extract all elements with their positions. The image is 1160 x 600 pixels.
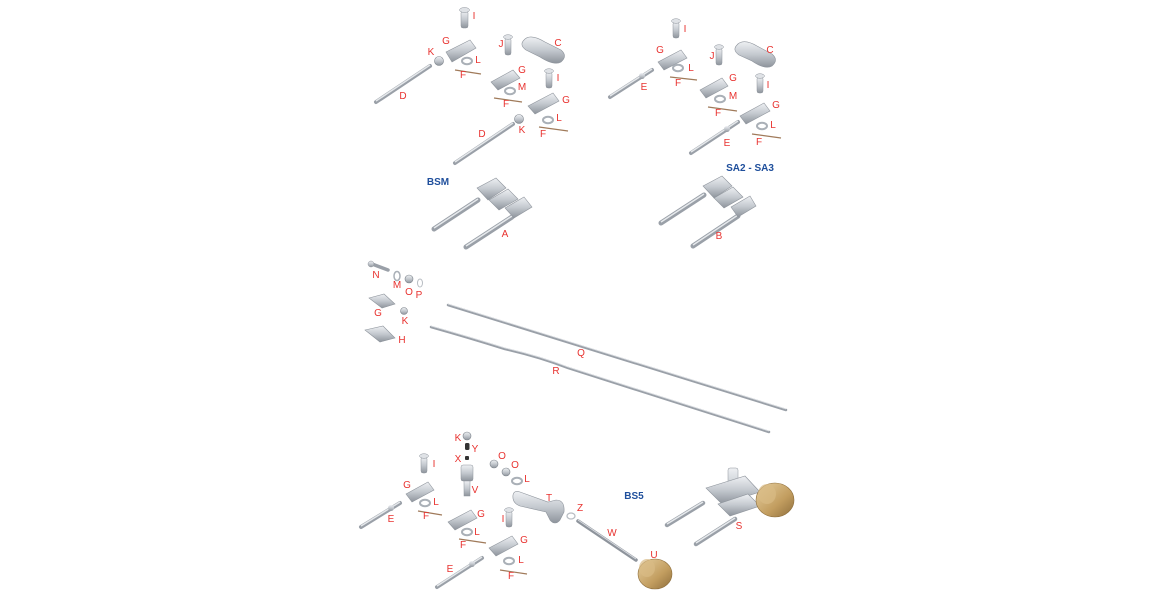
part-label: B [715, 231, 723, 242]
part-label: L [524, 474, 530, 485]
part-label: K [401, 316, 409, 327]
part-label: M [392, 280, 402, 291]
part-label: F [714, 108, 722, 119]
part-label: D [478, 129, 486, 140]
part-label: L [770, 120, 776, 131]
part-label: F [459, 70, 467, 81]
part-label: G [477, 509, 485, 520]
part-label: L [433, 497, 439, 508]
part-label: T [545, 493, 553, 504]
part-label: E [446, 564, 454, 575]
rods-q-r [429, 303, 788, 434]
part-label: W [607, 528, 617, 539]
part-label: I [432, 459, 436, 470]
part-label: R [552, 366, 560, 377]
group-label-sa2-sa3: SA2 - SA3 [726, 163, 774, 174]
part-label: N [372, 270, 380, 281]
part-label: G [403, 480, 411, 491]
part-label: F [507, 571, 515, 582]
part-label: Q [577, 348, 585, 359]
part-label: U [650, 550, 658, 561]
part-label: F [674, 78, 682, 89]
part-label: Y [471, 444, 479, 455]
group-label-bsm: BSM [426, 177, 450, 188]
assembly-s [664, 467, 795, 547]
part-label: O [498, 451, 506, 462]
part-label: G [562, 95, 570, 106]
part-label: K [427, 47, 435, 58]
part-label: V [471, 485, 479, 496]
part-label: F [422, 511, 430, 522]
part-label: I [472, 11, 476, 22]
part-label: G [772, 100, 780, 111]
part-label: G [518, 65, 526, 76]
part-label: I [683, 24, 687, 35]
part-label: L [556, 113, 562, 124]
part-label: K [454, 433, 462, 444]
group-label-bs5: BS5 [624, 491, 644, 502]
part-label: G [442, 36, 450, 47]
part-label: O [511, 460, 519, 471]
part-label: P [415, 290, 423, 301]
part-label: L [474, 527, 480, 538]
assembly-b [658, 175, 757, 249]
part-label: L [475, 55, 481, 66]
part-label: J [709, 51, 715, 62]
part-label: M [517, 82, 527, 93]
bs5-exploded-parts [359, 431, 673, 590]
part-label: E [640, 82, 648, 93]
part-label: K [518, 125, 526, 136]
small-hardware-parts [364, 260, 423, 343]
part-label: A [501, 229, 509, 240]
part-label: H [398, 335, 406, 346]
part-label: F [539, 129, 547, 140]
part-label: G [374, 308, 382, 319]
part-label: C [766, 45, 774, 56]
part-label: Z [576, 503, 584, 514]
part-label: I [556, 73, 560, 84]
part-label: X [454, 454, 462, 465]
part-label: F [459, 540, 467, 551]
part-label: C [554, 38, 562, 49]
part-label: F [502, 99, 510, 110]
part-label: I [501, 514, 505, 525]
part-label: F [755, 137, 763, 148]
part-label: S [735, 521, 743, 532]
part-label: L [688, 63, 694, 74]
part-label: I [766, 80, 770, 91]
part-label: L [518, 555, 524, 566]
part-label: O [405, 287, 413, 298]
assembly-a [431, 177, 533, 250]
part-label: E [723, 138, 731, 149]
sa2-sa3-exploded-parts [608, 18, 782, 155]
part-label: G [656, 45, 664, 56]
part-label: M [728, 91, 738, 102]
part-label: G [729, 73, 737, 84]
bsm-exploded-parts [374, 7, 569, 165]
part-label: G [520, 535, 528, 546]
part-label: D [399, 91, 407, 102]
part-label: J [498, 39, 504, 50]
part-label: E [387, 514, 395, 525]
